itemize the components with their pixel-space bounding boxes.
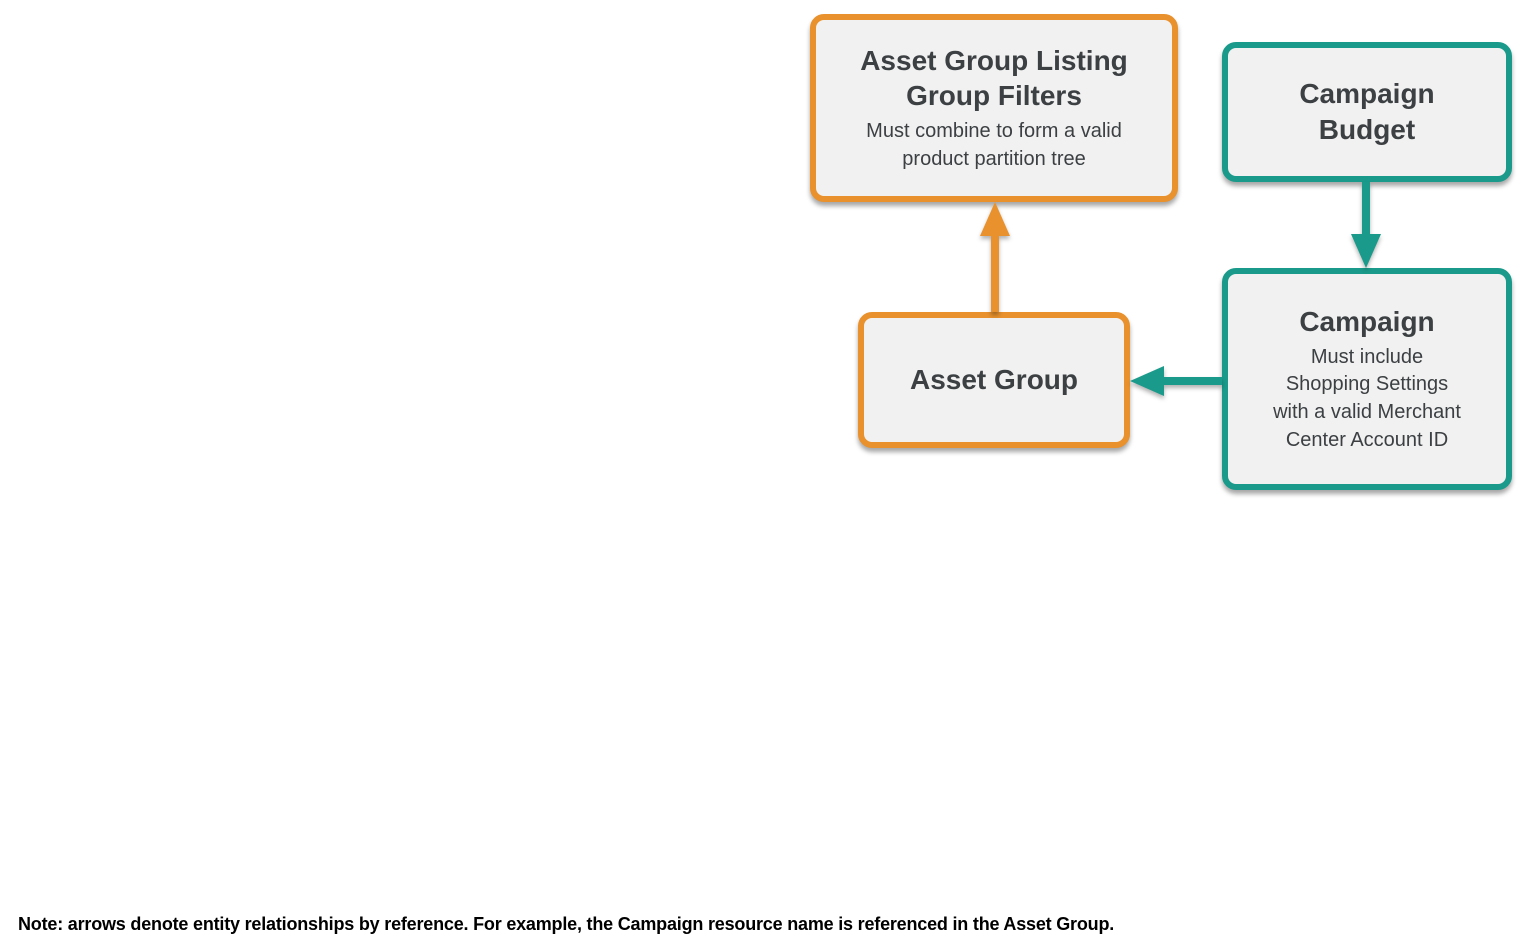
node-asset-group-listing-group-filters: Asset Group Listing Group Filters Must c… <box>810 14 1178 202</box>
node-title: Campaign Budget <box>1299 78 1435 145</box>
arrow-shaft <box>991 232 999 312</box>
node-campaign-budget: Campaign Budget <box>1222 42 1512 182</box>
node-subtitle: Must combine to form a valid product par… <box>866 120 1122 170</box>
arrow-asset-group-to-listing-group-filters <box>980 202 1010 312</box>
arrow-campaign-to-asset-group <box>1130 366 1222 396</box>
node-campaign: Campaign Must include Shopping Settings … <box>1222 268 1512 490</box>
arrowhead-up-icon <box>980 202 1010 236</box>
footnote: Note: arrows denote entity relationships… <box>18 914 1115 934</box>
node-title: Campaign <box>1299 305 1435 337</box>
arrowhead-down-icon <box>1351 234 1381 268</box>
node-title: Asset Group Listing Group Filters <box>860 44 1128 112</box>
node-title: Asset Group <box>909 364 1079 396</box>
node-subtitle: Must include Shopping Settings with a va… <box>1273 345 1461 451</box>
arrowhead-left-icon <box>1130 366 1164 396</box>
arrow-shaft <box>1160 377 1222 385</box>
arrow-shaft <box>1362 182 1370 238</box>
arrow-campaign-budget-to-campaign <box>1351 182 1381 268</box>
node-asset-group: Asset Group <box>858 312 1130 448</box>
